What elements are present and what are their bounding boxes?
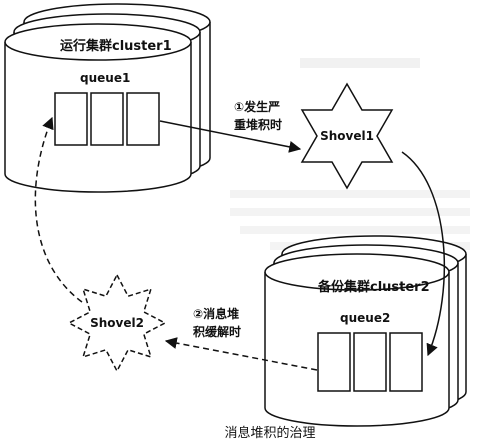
queue2-label: queue2 <box>340 311 390 325</box>
step2-label-line2: 积缓解时 <box>193 324 241 339</box>
arrow-queue2-to-shovel2 <box>164 337 318 371</box>
primary-cluster: 运行集群cluster1 queue1 <box>4 3 211 193</box>
figure-caption: 消息堆积的治理 <box>224 425 315 441</box>
backup-cluster-title: 备份集群cluster2 <box>317 279 430 295</box>
shovel1-node: Shovel1 <box>300 82 394 190</box>
queue2-slot-2 <box>353 332 387 392</box>
step1-label-line2: 重堆积时 <box>234 117 282 132</box>
shovel1-label: Shovel1 <box>320 129 374 143</box>
queue2-slot-1 <box>317 332 351 392</box>
queue1 <box>54 92 160 146</box>
queue1-slot-3 <box>126 92 160 146</box>
shovel2-label: Shovel2 <box>90 316 144 330</box>
arrow-queue1-to-shovel1 <box>159 120 302 153</box>
queue1-label: queue1 <box>80 71 130 85</box>
backup-cluster: 备份集群cluster2 queue2 <box>264 235 467 427</box>
shovel2-star <box>67 273 167 373</box>
queue1-slot-2 <box>90 92 124 146</box>
shovel2-node: Shovel2 <box>67 273 167 373</box>
primary-cluster-title: 运行集群cluster1 <box>60 38 172 54</box>
arrow-shovel1-to-queue2 <box>401 151 446 357</box>
arrow-shovel2-to-queue1 <box>34 116 83 303</box>
queue1-slot-1 <box>54 92 88 146</box>
queue2-slot-3 <box>389 332 423 392</box>
step2-label-line1: ②消息堆 <box>193 306 239 321</box>
queue2 <box>317 332 423 392</box>
shovel1-star <box>300 82 394 190</box>
step1-label-line1: ①发生严 <box>234 99 280 114</box>
